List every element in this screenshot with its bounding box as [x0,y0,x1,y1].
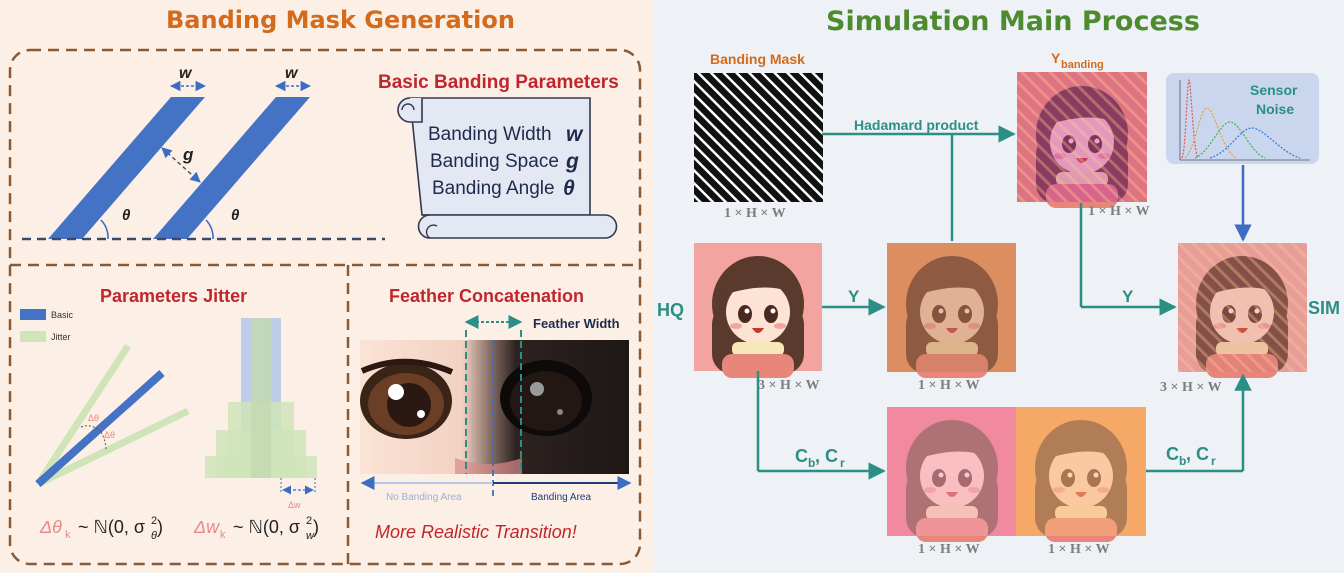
flow-arrows [756,125,1252,480]
y-arrow-label-2: Y [1122,287,1134,306]
hadamard-product-label: Hadamard product [854,117,979,133]
formula-theta-sq: 2 [151,515,157,527]
no-banding-area-label: No Banding Area [386,492,462,503]
banding-angle-symbol: θ [563,177,575,200]
cbcr-right-r: r [1211,454,1216,468]
formula-w-rhs: ~ ℕ(0, σ [233,517,300,537]
dim-ybanding: 1 × H × W [1088,204,1150,219]
banding-angle-text: Banding Angle [432,178,555,199]
formula-w-sym: w [306,530,315,542]
dim-sim: 3 × H × W [1160,380,1222,395]
jitter-angle-illustration: Δθ Δθ [35,344,190,488]
cr-image [1016,407,1146,542]
y-banding-sub: banding [1061,59,1104,71]
sim-label: SIM [1308,298,1340,318]
sensor-noise-label-2: Noise [1256,101,1294,117]
delta-theta-upper: Δθ [88,413,99,423]
band-stripe-2 [153,97,310,239]
formula-w-sub: k [220,529,226,541]
dim-cb: 1 × H × W [918,542,980,557]
legend-jitter-swatch [20,331,46,342]
dim-hq: 3 × H × W [758,378,820,393]
banding-space-text: Banding Space [430,151,559,172]
banding-space-symbol: g [565,150,579,173]
angle-arc-2 [205,219,214,240]
sim-image [1178,243,1307,378]
formula-w-close: ) [313,517,319,537]
dim-y: 1 × H × W [918,378,980,393]
y-banding-label: Y [1051,50,1061,66]
formula-w-sq: 2 [306,515,312,527]
cb-image [887,407,1016,542]
dim-cr: 1 × H × W [1048,542,1110,557]
parameters-jitter-title: Parameters Jitter [100,286,247,306]
formula-theta-sym: θ [151,530,157,542]
y-arrow-label-1: Y [848,287,860,306]
band-stripe-1 [48,97,205,239]
legend-basic-label: Basic [51,310,74,320]
jitter-width-illustration: Δw [205,318,317,510]
cbcr-right-sep: , C [1186,444,1209,464]
delta-theta-lower: Δθ [104,430,115,440]
theta-label-1: θ [122,207,131,224]
banding-mask-image [694,73,823,202]
y-channel-image [887,243,1016,378]
sensor-noise-box [1166,73,1319,164]
g-label: g [182,145,194,164]
delta-w-label: Δw [288,500,301,510]
legend-jitter-label: Jitter [51,332,71,342]
cbcr-left-sep: , C [815,446,838,466]
parameter-scroll [397,97,618,239]
y-banding-image [1017,72,1147,208]
banding-width-symbol: w [566,123,584,146]
hq-image [694,243,822,378]
hq-label: HQ [657,300,684,320]
legend-basic-swatch [20,309,46,320]
feather-image [360,330,629,497]
formula-theta-sub: k [65,529,71,541]
cbcr-right-c1: C [1166,444,1179,464]
w-label-2: w [285,65,299,82]
banding-mask-generation-title: Banding Mask Generation [166,6,515,34]
cbcr-left-b: b [808,456,815,470]
theta-label-2: θ [231,207,240,224]
outer-dashed-frame [8,48,642,566]
dim-mask: 1 × H × W [724,206,786,221]
angle-arc-1 [100,219,109,240]
w-label-1: w [179,65,193,82]
banding-area-label: Banding Area [531,492,591,503]
banding-width-text: Banding Width [428,124,552,145]
feather-width-label: Feather Width [533,316,620,331]
feather-concatenation-title: Feather Concatenation [389,286,584,306]
formula-theta-rhs: ~ ℕ(0, σ [78,517,145,537]
band-illustration: w w g θ θ [22,65,385,241]
formula-theta-lhs: Δθ [39,517,62,537]
formula-w-lhs: Δw [193,517,220,537]
cbcr-right-b: b [1179,454,1186,468]
formula-theta-close: ) [157,517,163,537]
left-panel [0,0,654,573]
feather-caption: More Realistic Transition! [375,522,577,542]
simulation-main-process-title: Simulation Main Process [826,6,1200,37]
basic-params-title: Basic Banding Parameters [378,72,619,93]
cbcr-left-c1: C [795,446,808,466]
banding-mask-label: Banding Mask [710,51,805,67]
sensor-noise-label-1: Sensor [1250,82,1298,98]
cbcr-left-r: r [840,456,845,470]
